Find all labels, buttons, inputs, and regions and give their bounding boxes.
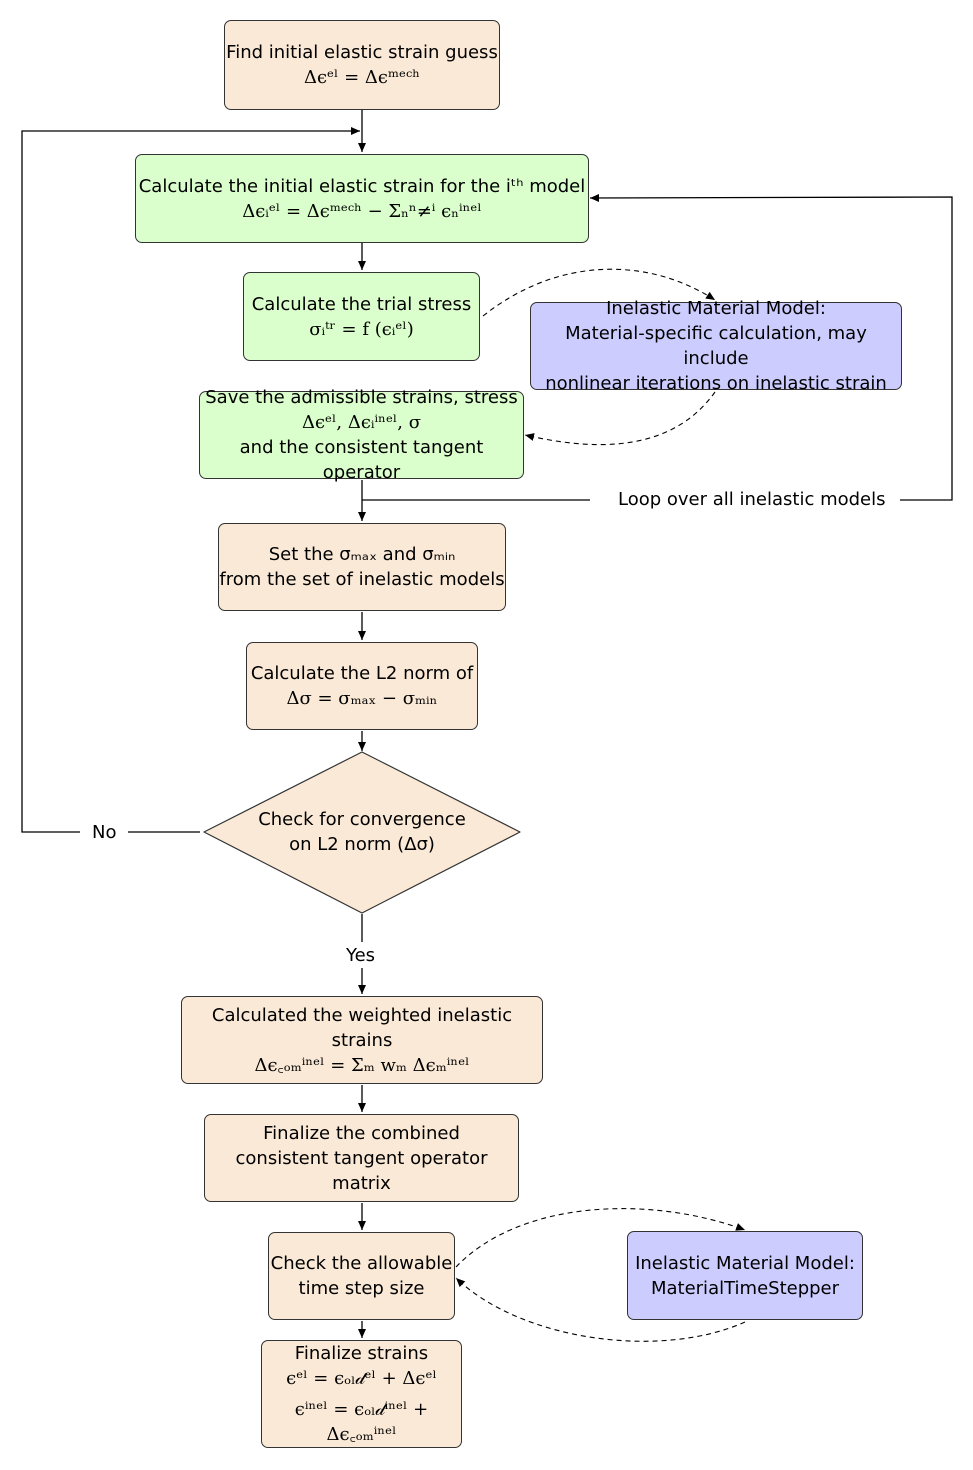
edge-stepper-to-timestep [455,1277,746,1342]
node-text: from the set of inelastic models [219,569,505,590]
node-formula: Δϵᵉˡ, Δϵᵢⁱⁿᵉˡ, σ [301,412,422,433]
node-text: Inelastic Material Model: [606,298,826,319]
node-text: Material-specific calculation, may inclu… [565,323,867,369]
edge-model-to-save [524,391,716,446]
node-save-admissible: Save the admissible strains, stress Δϵᵉˡ… [199,387,524,483]
node-text: Set the σₘₐₓ and σₘᵢₙ [268,544,456,565]
node-time-stepper-model: Inelastic Material Model: MaterialTimeSt… [627,1231,863,1320]
edge-timestep-to-stepper [455,1208,746,1268]
node-text: Inelastic Material Model: [635,1252,855,1274]
node-time-step: Check the allowable time step size [268,1232,455,1320]
edge-trial-to-model [482,268,716,317]
node-l2-norm: Calculate the L2 norm of Δσ = σₘₐₓ − σₘᵢ… [246,642,478,730]
edge-loop-right [589,193,953,501]
label-loop-models: Loop over all inelastic models [612,489,892,511]
node-formula: ϵⁱⁿᵉˡ = ϵₒₗ𝒹ⁱⁿᵉˡ + Δϵ꜀ₒₘⁱⁿᵉˡ [294,1399,429,1445]
node-convergence-check: Check for convergence on L2 norm (Δσ) [232,802,492,862]
node-calc-initial-strain: Calculate the initial elastic strain for… [135,154,589,243]
convergence-diamond [203,751,521,914]
node-text: Calculate the initial elastic strain for… [138,175,586,197]
node-text: Finalize strains [294,1343,429,1364]
node-text: on L2 norm (Δσ) [289,834,435,855]
node-formula: Δϵᵉˡ = Δϵᵐᵉᶜʰ [303,67,421,88]
node-text: Finalize the combined [263,1122,460,1144]
node-finalize-operator: Finalize the combined consistent tangent… [204,1114,519,1202]
node-formula: Δσ = σₘₐₓ − σₘᵢₙ [286,688,438,709]
node-finalize-strains: Finalize strains ϵᵉˡ = ϵₒₗ𝒹ᵉˡ + Δϵᵉˡ ϵⁱⁿ… [261,1340,462,1448]
node-inelastic-model-calc: Inelastic Material Model: Material-speci… [530,298,902,394]
node-text: Calculate the trial stress [251,293,472,315]
node-text: and the consistent tangent operator [239,437,484,483]
node-text: Calculate the L2 norm of [250,663,474,684]
node-text: time step size [298,1278,425,1299]
node-text: Check the allowable [270,1253,453,1274]
node-initial-guess: Find initial elastic strain guess Δϵᵉˡ =… [224,20,500,110]
label-no: No [86,822,123,844]
label-yes: Yes [340,945,382,967]
edge-no-left [21,127,360,833]
node-text: Calculated the weighted inelastic strain… [211,1004,513,1051]
node-text: nonlinear iterations on inelastic strain [545,373,887,394]
node-formula: Δϵ꜀ₒₘⁱⁿᵉˡ = Σₘ wₘ Δϵₘⁱⁿᵉˡ [254,1054,470,1076]
node-trial-stress: Calculate the trial stress σᵢᵗʳ = f (ϵᵢᵉ… [243,272,480,361]
node-formula: Δϵᵢᵉˡ = Δϵᵐᵉᶜʰ − Σₙⁿ≠ⁱ ϵₙⁱⁿᵉˡ [242,200,482,222]
node-weighted-strains: Calculated the weighted inelastic strain… [181,996,543,1084]
node-text: Find initial elastic strain guess [226,42,498,63]
node-text: consistent tangent operator matrix [235,1147,488,1194]
node-text: Check for convergence [258,809,466,830]
node-formula: σᵢᵗʳ = f (ϵᵢᵉˡ) [309,318,414,340]
node-text: MaterialTimeStepper [650,1277,840,1299]
node-formula: ϵᵉˡ = ϵₒₗ𝒹ᵉˡ + Δϵᵉˡ [286,1368,437,1389]
node-text: Save the admissible strains, stress [205,387,518,408]
node-set-sigma: Set the σₘₐₓ and σₘᵢₙ from the set of in… [218,523,506,611]
